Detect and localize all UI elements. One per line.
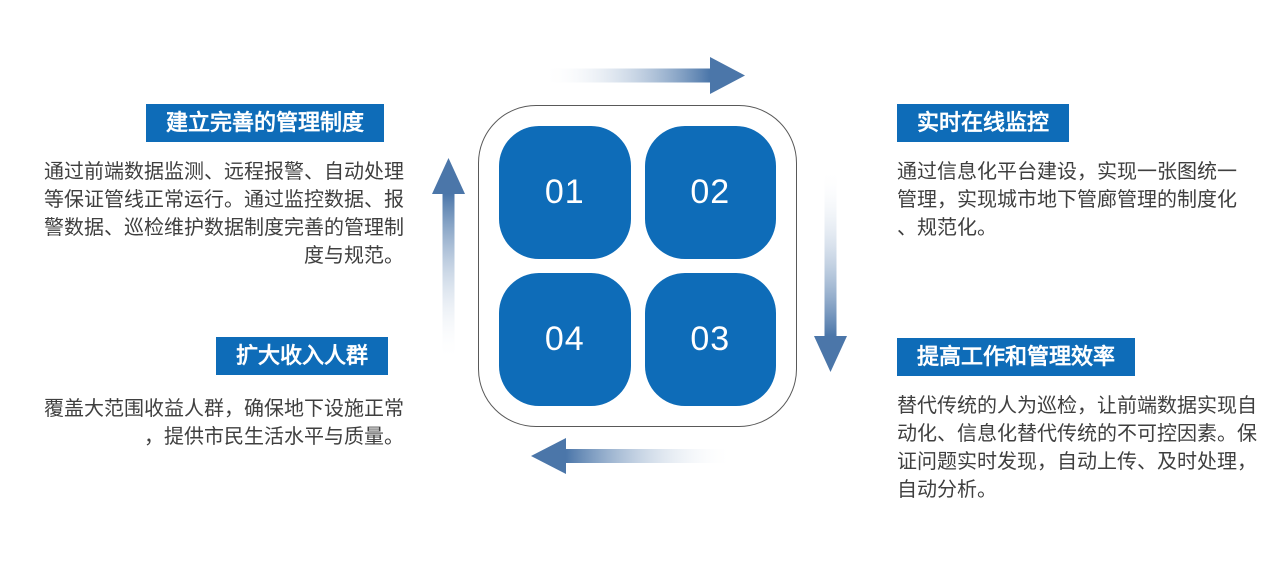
tile-04-number: 04 xyxy=(544,320,585,358)
section-top-left-paragraph: 通过前端数据监测、远程报警、自动处理等保证管线正常运行。通过监控数据、报警数据、… xyxy=(44,161,404,267)
arrow-left-icon xyxy=(531,438,733,474)
section-top-right-title-badge: 实时在线监控 xyxy=(897,104,1070,142)
arrow-right-icon xyxy=(543,57,745,94)
section-bottom-left: 扩大收入人群 覆盖大范围收益人群，确保地下设施正常，提供市民生活水平与质量。 xyxy=(30,337,404,451)
tile-03-number: 03 xyxy=(690,320,731,358)
section-bottom-right: 提高工作和管理效率 替代传统的人为巡检，让前端数据实现自动化、信息化替代传统的不… xyxy=(897,338,1269,504)
section-top-right: 实时在线监控 通过信息化平台建设，实现一张图统一管理，实现城市地下管廊管理的制度… xyxy=(897,104,1269,242)
tile-01-number: 01 xyxy=(544,173,585,211)
section-bottom-right-title-badge: 提高工作和管理效率 xyxy=(897,338,1136,376)
tile-02-number: 02 xyxy=(690,173,731,211)
section-top-left: 建立完善的管理制度 通过前端数据监测、远程报警、自动处理等保证管线正常运行。通过… xyxy=(30,104,404,270)
section-bottom-left-title-badge: 扩大收入人群 xyxy=(215,337,388,375)
tile-03: 03 xyxy=(644,273,776,406)
arrow-down-icon xyxy=(814,168,847,372)
arrow-up-icon xyxy=(432,158,465,361)
matrix-frame: 01 02 04 03 xyxy=(478,105,797,427)
tile-04: 04 xyxy=(499,273,631,406)
tile-02: 02 xyxy=(644,126,776,259)
section-bottom-left-paragraph: 覆盖大范围收益人群，确保地下设施正常，提供市民生活水平与质量。 xyxy=(44,398,404,448)
section-top-left-title-badge: 建立完善的管理制度 xyxy=(145,104,384,142)
section-bottom-right-paragraph: 替代传统的人为巡检，让前端数据实现自动化、信息化替代传统的不可控因素。保证问题实… xyxy=(897,395,1257,501)
tile-01: 01 xyxy=(499,126,631,259)
section-top-right-paragraph: 通过信息化平台建设，实现一张图统一管理，实现城市地下管廊管理的制度化、规范化。 xyxy=(897,161,1237,239)
